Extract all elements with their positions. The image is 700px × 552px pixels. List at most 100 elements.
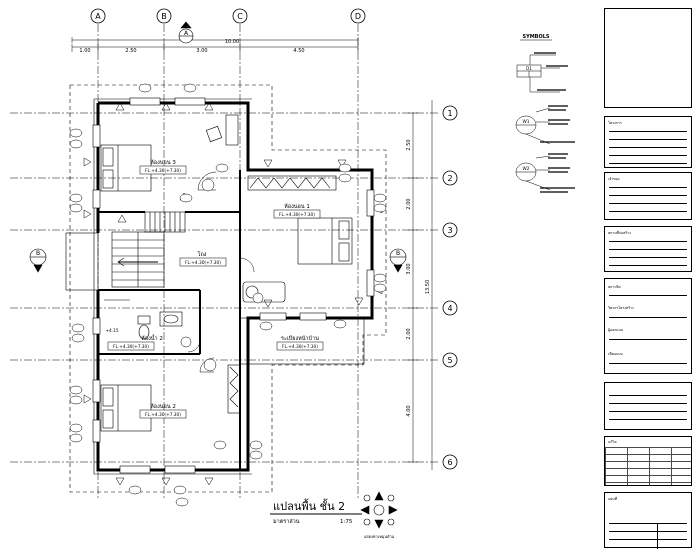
grid-bubble-5	[442, 352, 458, 368]
window-tags	[69, 83, 387, 507]
section-label-right: B	[396, 250, 400, 257]
compass-icon	[360, 491, 398, 529]
desk-bedroom3	[205, 114, 239, 146]
grid-bubble-D	[350, 8, 366, 24]
title-block-designers: สถาปนิก วิศวกรโครงสร้าง ผู้ออกแบบ เขียนแ…	[604, 278, 692, 374]
door-tags	[180, 178, 264, 372]
dim-right-4: 2.00	[406, 328, 412, 339]
stair-level-label: +4.15	[105, 328, 118, 334]
section-marker-right	[389, 248, 407, 273]
title-block-sheet-label: แผ่นที่	[608, 497, 618, 501]
title-block-owner-label: เจ้าของ	[608, 177, 620, 181]
dim-right-5: 4.00	[406, 405, 412, 416]
title-block-project-label: โครงการ	[608, 121, 622, 125]
grid-bubble-C	[232, 8, 248, 24]
room-level-bath2: FL.+4.30(+7.30)	[113, 344, 149, 350]
title-block-architect-label: สถาปนิก	[608, 285, 621, 289]
right-dimension	[408, 100, 433, 470]
grid-bubble-B	[156, 8, 172, 24]
room-level-hall: FL.+4.30(+7.30)	[185, 260, 221, 266]
compass-label: แสดงทางหมุนด้าน	[364, 534, 395, 540]
room-name-bath2: ห้องน้ำ 2	[141, 334, 163, 342]
title-block-engineer-label: วิศวกรโครงสร้าง	[608, 306, 634, 310]
grid-bubbles	[90, 8, 458, 470]
drawing-title: แปลนพื้น ชั้น 2	[273, 498, 345, 513]
symbol-window-mark-2: W2	[523, 166, 530, 172]
room-name-bedroom3: ห้องนอน 3	[150, 159, 176, 166]
symbol-door-mark: D1	[526, 66, 532, 72]
windows	[92, 97, 375, 474]
title-block-notes	[604, 382, 692, 430]
door-swings	[187, 171, 255, 373]
grid-bubble-2	[442, 170, 458, 186]
title-block-location-label: สถานที่ก่อสร้าง	[608, 231, 631, 235]
sofa-bedroom1	[242, 281, 286, 303]
grid-bubble-1	[442, 105, 458, 121]
grid-label-6: 6	[447, 458, 452, 467]
scale-value: 1:75	[340, 519, 353, 525]
room-name-balcony: ระเบียงหน้าบ้าน	[281, 335, 319, 342]
bath-fixtures	[104, 299, 183, 340]
dim-top-4: 4.50	[293, 48, 304, 54]
section-label-left: B	[36, 250, 40, 257]
title-block-owner: เจ้าของ	[604, 172, 692, 220]
room-level-bedroom1: FL.+4.30(+7.30)	[279, 212, 315, 218]
grid-bubble-3	[442, 222, 458, 238]
room-name-bedroom1: ห้องนอน 1	[284, 203, 310, 210]
title-block-revisions: แก้ไข	[604, 436, 692, 486]
stair-well-opening	[65, 232, 99, 291]
interior-walls	[98, 170, 241, 470]
title-block-drafter-label: เขียนแบบ	[608, 352, 623, 356]
stair	[111, 211, 186, 288]
scale-label: มาตราส่วน	[273, 518, 300, 525]
roof-overhang-outline	[69, 84, 387, 493]
room-level-bedroom3: FL.+4.30(+7.30)	[145, 168, 181, 174]
bed-bedroom1	[297, 217, 353, 265]
grid-label-2: 2	[447, 174, 452, 183]
room-level-balcony: FL.+4.30(+7.30)	[282, 344, 318, 350]
section-marker-left	[29, 248, 47, 273]
grid-label-C: C	[237, 12, 243, 21]
dim-top-2: 2.50	[125, 48, 136, 54]
dim-right-total: 13.50	[425, 280, 431, 294]
title-block-logo-box	[604, 8, 692, 108]
dim-right-3: 3.00	[406, 263, 412, 274]
grid-label-B: B	[161, 12, 167, 21]
section-marker-top	[178, 21, 194, 44]
exterior-walls	[93, 98, 374, 475]
wardrobe-bedroom2	[227, 364, 241, 414]
symbols-heading: SYMBOLS	[522, 34, 549, 40]
grid-label-5: 5	[447, 356, 452, 365]
title-block-project: โครงการ	[604, 116, 692, 168]
dim-top-3: 3.00	[196, 48, 207, 54]
dim-right-1: 2.50	[406, 139, 412, 150]
grid-bubble-A	[90, 8, 106, 24]
wardrobe-bedroom1	[247, 175, 337, 191]
room-name-hall: โถง	[198, 250, 207, 258]
dim-top-total: 10.00	[225, 39, 239, 45]
room-level-boxes	[107, 165, 324, 419]
grid-label-4: 4	[447, 304, 452, 313]
grid-lines	[10, 24, 440, 500]
dim-top-1: 1.00	[79, 48, 90, 54]
title-block-systems-label: ผู้ออกแบบ	[608, 328, 624, 332]
grid-label-1: 1	[447, 109, 452, 118]
title-block-location: สถานที่ก่อสร้าง	[604, 226, 692, 272]
title-block-revision-label: แก้ไข	[608, 440, 617, 444]
top-dimension	[71, 37, 359, 52]
grid-bubble-4	[442, 300, 458, 316]
grid-bubble-6	[442, 454, 458, 470]
symbol-window-mark-1: W1	[523, 119, 530, 125]
symbols-legend	[515, 54, 560, 191]
symbols-notes	[534, 52, 575, 193]
window-markers	[83, 102, 383, 486]
room-level-bedroom2: FL.+4.30(+7.30)	[145, 412, 181, 418]
grid-label-3: 3	[447, 226, 452, 235]
room-name-bedroom2: ห้องนอน 2	[150, 403, 176, 410]
bed-bedroom2	[100, 384, 152, 432]
title-block-sheet: แผ่นที่	[604, 492, 692, 549]
grid-label-A: A	[95, 12, 101, 21]
floor-plan-drawing: A B C D 1 2 3 4 5 6 1.00 2.50 3.00 4.50 …	[10, 8, 575, 540]
dim-right-2: 2.00	[406, 198, 412, 209]
section-label-top: A	[184, 30, 189, 37]
